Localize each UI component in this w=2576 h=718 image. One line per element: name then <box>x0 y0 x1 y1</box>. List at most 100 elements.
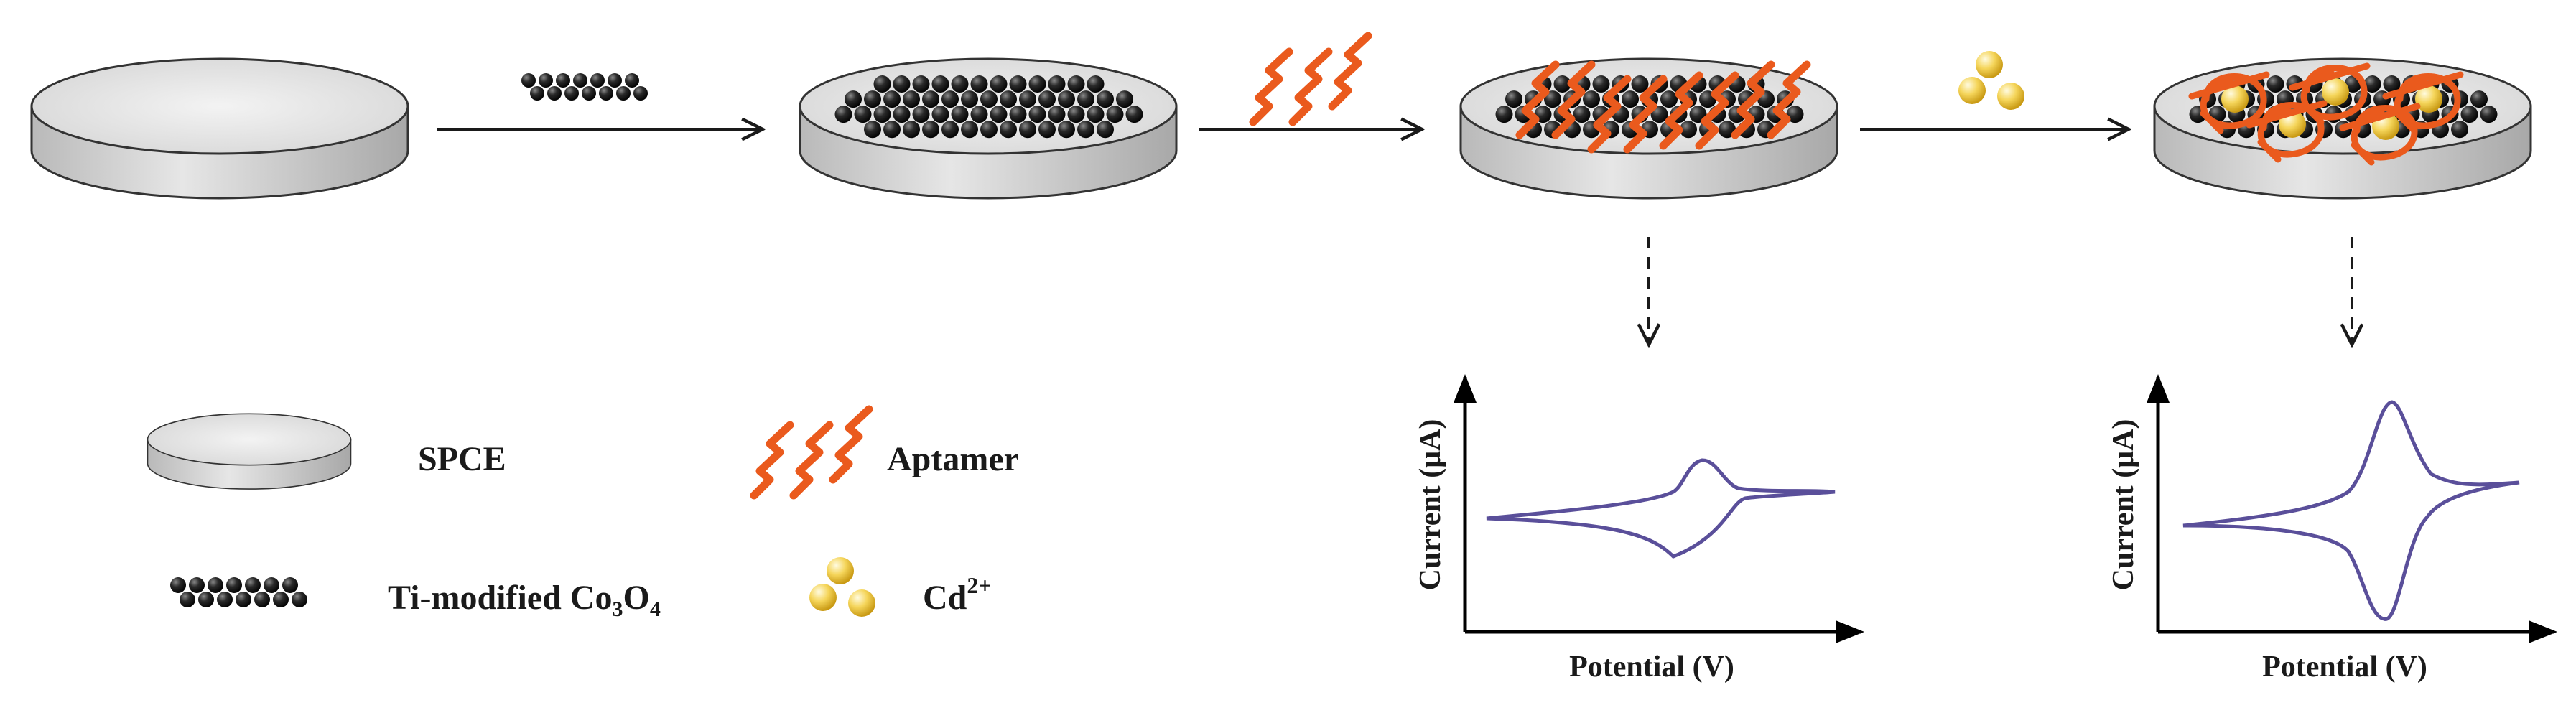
nanoparticle <box>845 90 862 108</box>
cd-ions-above-arrow-3 <box>1958 51 2024 110</box>
nanoparticle <box>226 577 242 593</box>
nanoparticle <box>864 121 881 139</box>
nanoparticle <box>590 73 605 88</box>
nanoparticle <box>180 592 195 607</box>
nanoparticle <box>2470 90 2488 108</box>
nanoparticle <box>970 75 988 93</box>
nanoparticle <box>1087 75 1105 93</box>
nanoparticle <box>1000 90 1017 108</box>
nanoparticle <box>1048 106 1066 123</box>
legend-spce-label: SPCE <box>418 440 506 478</box>
nanoparticle <box>893 106 911 123</box>
nanoparticle <box>864 90 881 108</box>
nanoparticle <box>1097 90 1114 108</box>
nanoparticle <box>273 592 289 607</box>
nanoparticle <box>1583 90 1600 108</box>
nanoparticle <box>2460 106 2478 123</box>
nanoparticle <box>1058 121 1075 139</box>
nanoparticle <box>1125 106 1143 123</box>
nanoparticle <box>1106 106 1124 123</box>
cv-plot-2-xlabel: Potential (V) <box>2262 651 2427 684</box>
nanoparticle <box>2363 75 2381 93</box>
nanoparticle <box>1028 75 1046 93</box>
nanoparticle <box>539 73 553 88</box>
nanoparticle <box>951 106 969 123</box>
cv-plot-1-ylabel: Current (μA) <box>1414 419 1447 591</box>
cv-plot-2: Current (μA) Potential (V) <box>2107 374 2557 684</box>
nanoparticle <box>941 90 959 108</box>
nanoparticle <box>834 106 852 123</box>
legend-cd-ion-icon <box>809 557 875 617</box>
nanoparticle <box>547 86 562 101</box>
nanoparticle <box>990 75 1008 93</box>
nanoparticle <box>633 86 648 101</box>
nanoparticle <box>980 90 998 108</box>
nanoparticle <box>1028 106 1046 123</box>
nanoparticle <box>961 90 978 108</box>
nanoparticle <box>170 577 186 593</box>
nanoparticle <box>245 577 261 593</box>
aptamer-above-arrow-2 <box>1253 36 1368 122</box>
electrode-with-nanoparticles <box>799 57 1178 200</box>
nanoparticle <box>990 106 1008 123</box>
nanoparticle <box>970 106 988 123</box>
nanoparticle <box>198 592 214 607</box>
nanoparticle <box>1505 90 1522 108</box>
nanoparticle <box>189 577 205 593</box>
nanoparticle <box>883 121 901 139</box>
legend-spce-icon <box>147 413 352 490</box>
nanoparticle <box>1009 75 1027 93</box>
electrode-with-cd-complex <box>2153 57 2532 200</box>
nanoparticle <box>521 73 536 88</box>
cv-plot-1-xlabel: Potential (V) <box>1569 651 1734 684</box>
nanoparticle <box>1087 106 1105 123</box>
legend-cd-ion-label: Cd2+ <box>923 572 992 617</box>
nanoparticle <box>1544 90 1561 108</box>
nanoparticle <box>873 106 891 123</box>
nanoparticle <box>217 592 233 607</box>
nanoparticle <box>282 577 298 593</box>
electrode-bare <box>30 57 409 200</box>
nanoparticle <box>922 121 939 139</box>
nanoparticle-cluster-above-arrow-1 <box>521 73 648 101</box>
cv-plot-2-ylabel: Current (μA) <box>2107 419 2140 591</box>
nanoparticle <box>1009 106 1027 123</box>
nanoparticle <box>1038 90 1056 108</box>
nanoparticle <box>951 75 969 93</box>
nanoparticle <box>236 592 251 607</box>
nanoparticle <box>883 90 901 108</box>
nanoparticle <box>254 592 270 607</box>
nanoparticle <box>931 75 949 93</box>
nanoparticle <box>208 577 223 593</box>
legend-nanoparticle-icon <box>170 577 307 607</box>
nanoparticle <box>556 73 570 88</box>
cv-curve-2 <box>2182 400 2520 621</box>
nanoparticle <box>1077 121 1094 139</box>
nanoparticle <box>2451 121 2468 139</box>
nanoparticle <box>1097 121 1114 139</box>
nanoparticle <box>1553 75 1571 93</box>
nanoparticle <box>1495 106 1513 123</box>
nanoparticle <box>599 86 613 101</box>
nanoparticle <box>854 106 872 123</box>
nanoparticle <box>1592 75 1610 93</box>
nanoparticle <box>1067 75 1085 93</box>
nanoparticle <box>616 86 631 101</box>
nanoparticle <box>941 121 959 139</box>
nanoparticle <box>1000 121 1017 139</box>
nanoparticle <box>1680 121 1697 139</box>
nanoparticle <box>2480 106 2498 123</box>
nanoparticle <box>922 90 939 108</box>
nanoparticle <box>980 121 998 139</box>
nanoparticle <box>264 577 279 593</box>
legend-nanoparticle-label: Ti-modified Co3O4 <box>388 579 661 621</box>
nanoparticle <box>873 75 891 93</box>
legend-aptamer-icon <box>754 409 869 495</box>
nanoparticle <box>893 75 911 93</box>
nanoparticle <box>292 592 307 607</box>
cv-curve-1 <box>1486 458 1836 559</box>
nanoparticle <box>1048 75 1066 93</box>
nanoparticle <box>1019 121 1036 139</box>
nanoparticle <box>1116 90 1133 108</box>
nanoparticle <box>530 86 544 101</box>
